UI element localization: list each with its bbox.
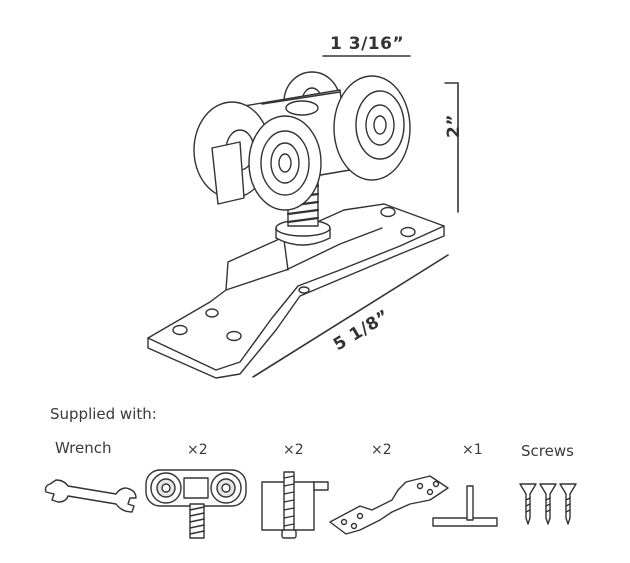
item-label-screws: Screws [521,442,574,460]
screws-icon [519,483,577,525]
wrench-icon [44,479,137,513]
height-dimension-line [444,82,459,213]
floor-guide-icon [432,485,498,527]
item-label-wrench: Wrench [55,439,112,457]
item-label-stopper: ×2 [283,442,304,458]
supplied-heading: Supplied with: [50,405,157,423]
roller-trolley-icon [145,469,247,539]
item-label-plate: ×2 [371,442,392,458]
item-label-floor-guide: ×1 [462,442,483,458]
main-mounting-plate [147,203,445,379]
height-dimension-label: 2” [444,113,464,138]
item-label-trolley: ×2 [187,442,208,458]
mounting-plate-icon [329,475,449,535]
door-stopper-icon [261,471,329,539]
width-dimension-label: 1 3/16” [330,34,405,54]
roller-trolley [193,71,411,211]
length-dimension-line [252,254,449,378]
